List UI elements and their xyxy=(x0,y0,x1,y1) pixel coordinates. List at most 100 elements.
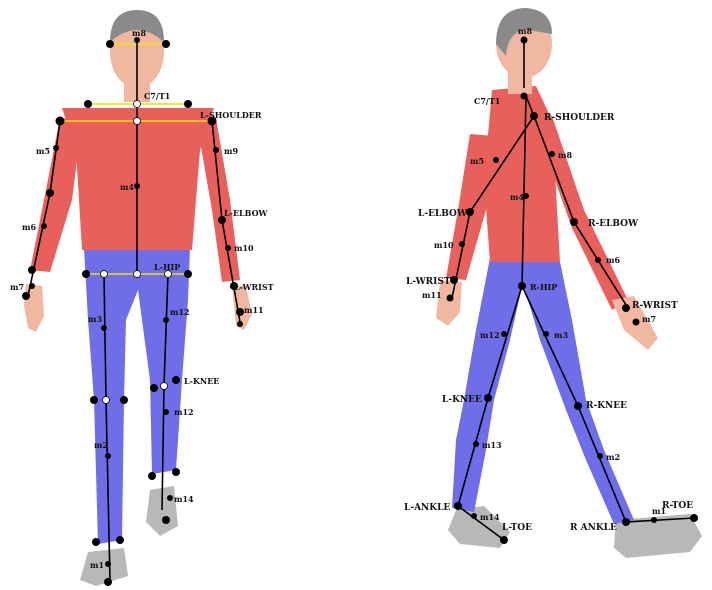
side-marker-r-elbow xyxy=(570,218,578,226)
front-label-m11: m11 xyxy=(244,305,264,315)
front-marker-wrist-r2 xyxy=(236,308,244,316)
side-marker-m10 xyxy=(459,241,465,247)
front-marker-hip-outer-l xyxy=(82,270,90,278)
front-label-m6: m6 xyxy=(22,222,36,232)
side-marker-m5 xyxy=(493,157,499,163)
side-marker-r-toe xyxy=(690,514,698,522)
front-marker-wrist-l1 xyxy=(28,266,36,274)
front-marker-knee-r xyxy=(161,383,168,390)
side-bone-rleg-lower xyxy=(578,406,626,522)
front-marker-m11 xyxy=(237,321,243,327)
side-label-m6: m6 xyxy=(606,255,620,265)
front-marker-ankle-l1 xyxy=(92,538,100,546)
front-label-wrist: L-WRIST xyxy=(234,282,274,292)
front-label-m2: m2 xyxy=(94,440,108,450)
side-marker-l-knee xyxy=(484,394,492,402)
side-label-m8: m8 xyxy=(518,26,532,36)
side-marker-m7 xyxy=(633,319,640,326)
side-label-m8b: m8 xyxy=(558,150,572,160)
front-marker-chest xyxy=(134,118,141,125)
front-marker-ankle-r1 xyxy=(148,472,156,480)
front-marker-hip-l xyxy=(101,271,108,278)
front-marker-m14 xyxy=(167,495,173,501)
side-marker-m2 xyxy=(597,453,603,459)
side-label-hip: R-HIP xyxy=(530,282,557,292)
front-label-hip: L-HIP xyxy=(154,262,180,272)
front-marker-ankle-r2 xyxy=(172,468,180,476)
front-label-m3: m3 xyxy=(88,314,102,324)
front-marker-toe-r1 xyxy=(162,516,170,524)
side-label-l-toe: L-TOE xyxy=(502,523,532,533)
front-marker-m9 xyxy=(213,147,219,153)
side-marker-hip xyxy=(518,282,526,290)
front-marker-lshoulder-l xyxy=(56,117,65,126)
side-marker-r-ankle xyxy=(622,518,630,526)
front-marker-m12b xyxy=(163,409,169,415)
side-marker-l-wrist xyxy=(450,276,458,284)
side-label-l-wrist: L-WRIST xyxy=(406,277,451,287)
front-marker-head-l xyxy=(106,40,114,48)
front-marker-m4 xyxy=(134,183,140,189)
front-label-m1: m1 xyxy=(90,560,104,570)
front-marker-m3 xyxy=(101,325,107,331)
side-label-r-toe: R-TOE xyxy=(662,501,693,511)
side-label-m13: m13 xyxy=(482,440,502,450)
front-label-shoulder: L-SHOULDER xyxy=(200,110,262,120)
front-label-m7: m7 xyxy=(10,282,24,292)
side-marker-l-elbow xyxy=(466,208,474,216)
front-marker-m5 xyxy=(53,145,59,151)
side-marker-m12 xyxy=(501,331,507,337)
side-marker-l-toe xyxy=(500,536,508,544)
side-label-m2: m2 xyxy=(606,452,620,462)
side-label-m12: m12 xyxy=(480,330,500,340)
front-marker-shoulder-l xyxy=(84,100,92,108)
front-torso xyxy=(62,108,214,250)
front-marker-knee-l xyxy=(103,397,110,404)
side-marker-m8 xyxy=(521,37,528,44)
front-label-knee: L-KNEE xyxy=(184,376,219,386)
side-label-r-elbow: R-ELBOW xyxy=(588,219,639,229)
side-marker-m13 xyxy=(473,441,479,447)
side-label-r-knee: R-KNEE xyxy=(586,401,627,411)
front-marker-wrist-l2 xyxy=(22,292,30,300)
front-marker-knee-r1 xyxy=(150,384,158,392)
front-marker-knee-l2 xyxy=(120,396,128,404)
side-marker-r-knee xyxy=(574,402,582,410)
front-arm-right xyxy=(196,118,240,282)
side-marker-c7 xyxy=(521,93,528,100)
side-label-l-knee: L-KNEE xyxy=(442,395,482,405)
side-marker-m6 xyxy=(595,257,601,263)
front-marker-elbow-l xyxy=(46,189,54,197)
side-marker-m3 xyxy=(543,331,549,337)
front-marker-c7 xyxy=(134,101,141,108)
front-marker-head-r xyxy=(162,40,170,48)
front-view-figure: m8 C7/T1 L-SHOULDER m5 m9 m4 L-ELBOW m6 … xyxy=(10,10,274,586)
side-label-m7: m7 xyxy=(642,314,656,324)
side-label-l-ankle: L-ANKLE xyxy=(404,503,450,513)
front-hand-left xyxy=(24,284,44,332)
front-marker-m7 xyxy=(29,283,35,289)
front-label-elbow: L-ELBOW xyxy=(224,208,269,218)
side-marker-m14 xyxy=(471,513,477,519)
front-label-c7: C7/T1 xyxy=(144,91,170,101)
side-view-figure: m8 C7/T1 R-SHOULDER m5 m8 m4 L-ELBOW R-E… xyxy=(404,8,702,558)
side-label-m3: m3 xyxy=(554,330,568,340)
side-leg-left xyxy=(452,258,528,512)
front-marker-knee-r2 xyxy=(172,376,180,384)
side-marker-m11 xyxy=(447,295,454,302)
front-marker-m6 xyxy=(41,223,47,229)
side-label-m14: m14 xyxy=(480,512,500,522)
front-label-m12b: m12 xyxy=(174,407,194,417)
front-marker-hip-outer-r xyxy=(184,270,192,278)
side-label-shoulder: R-SHOULDER xyxy=(544,113,615,123)
front-marker-m10 xyxy=(225,245,231,251)
front-label-m14: m14 xyxy=(174,494,194,504)
front-marker-knee-l1 xyxy=(90,396,98,404)
side-label-m5: m5 xyxy=(470,156,484,166)
front-marker-shoulder-r xyxy=(184,100,192,108)
side-marker-shoulder xyxy=(530,112,538,120)
side-label-m10: m10 xyxy=(434,240,454,250)
front-marker-m2 xyxy=(105,453,111,459)
front-label-m12a: m12 xyxy=(170,307,190,317)
